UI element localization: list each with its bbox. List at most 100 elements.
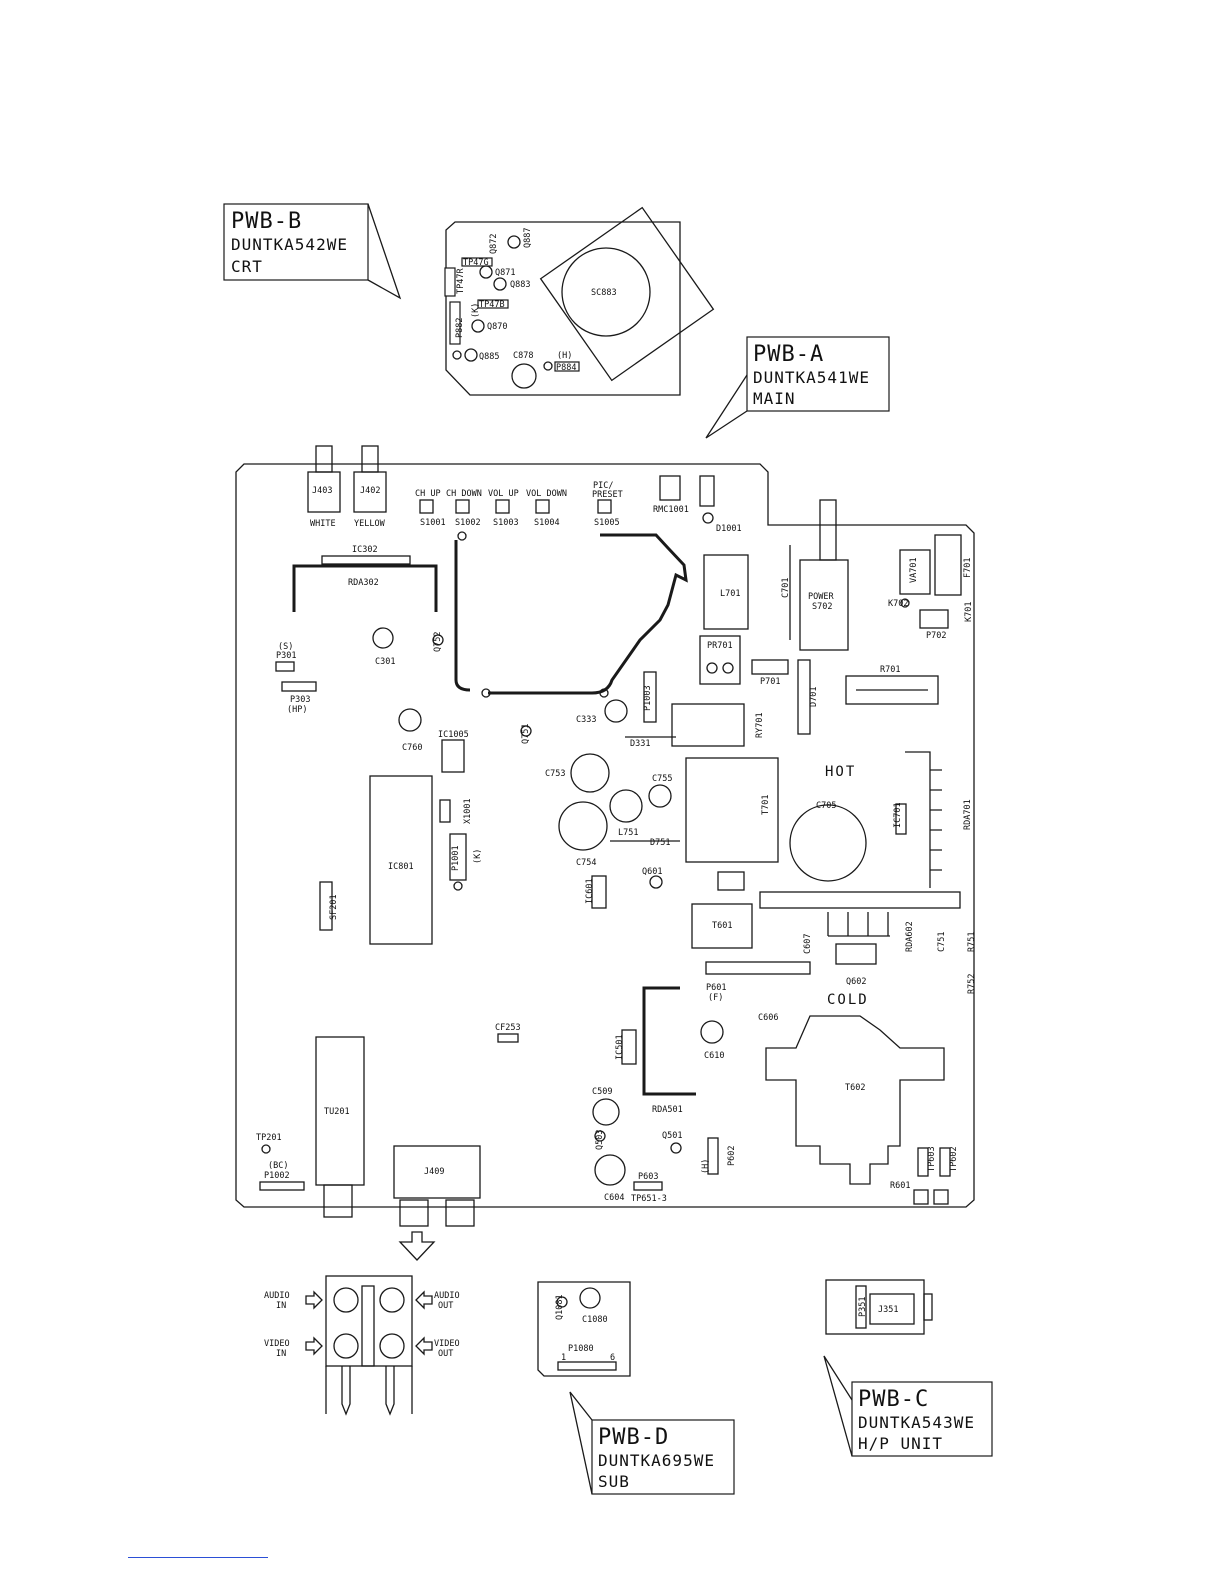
crt-socket-circle	[561, 247, 651, 337]
s1001-label: S1001	[420, 518, 446, 528]
r752-label: R752	[967, 974, 977, 994]
r701-label: R701	[880, 665, 900, 675]
sc883-label: SC883	[591, 288, 617, 298]
pwb-d-name: SUB	[598, 1472, 630, 1491]
c509-label: C509	[592, 1087, 612, 1097]
c610-label: C610	[704, 1051, 724, 1061]
j351-label: J351	[878, 1305, 898, 1315]
crt-k-label: (K)	[471, 303, 481, 318]
q870-label: Q870	[487, 322, 507, 332]
vol-down-label: VOL DOWN	[526, 489, 567, 499]
p303-label: P303	[290, 695, 310, 705]
c604-label: C604	[604, 1193, 624, 1203]
p1001-label: P1001	[451, 845, 461, 871]
tp602-label: TP602	[949, 1146, 959, 1172]
ic501-label: IC501	[615, 1034, 625, 1060]
k702-label: K702	[888, 599, 908, 609]
c301-label: C301	[375, 657, 395, 667]
ch-up-label: CH UP	[415, 489, 441, 499]
front-panel-switches: CH UP CH DOWN VOL UP VOL DOWN PIC/ PRESE…	[415, 481, 623, 528]
sub-board: Q1081 C1080 P1080 1 6	[537, 1281, 631, 1377]
p882-label: P882	[455, 318, 465, 338]
hp-unit-board: P351 J351	[825, 1279, 933, 1335]
j409-label: J409	[424, 1167, 444, 1177]
p702-label: P702	[926, 631, 946, 641]
cold-label: COLD	[827, 992, 869, 1008]
ic302-label: IC302	[352, 545, 378, 555]
white-label: WHITE	[310, 519, 336, 529]
rda701-label: RDA701	[963, 799, 973, 830]
audio-in-label-2: IN	[276, 1301, 286, 1311]
p701-label: P701	[760, 677, 780, 687]
pic-label: PIC/	[593, 481, 613, 491]
video-in-label-1: VIDEO	[264, 1339, 290, 1349]
q751-label: Q751	[521, 724, 531, 744]
main-h-label: (H)	[701, 1159, 711, 1174]
jacks-j403-j402: J403 J402 WHITE YELLOW	[307, 445, 387, 529]
l751-label: L751	[618, 828, 638, 838]
p351-label: P351	[858, 1297, 868, 1317]
q503-label: Q503	[595, 1130, 605, 1150]
p1002-label: P1002	[264, 1171, 290, 1181]
crt-h-label: (H)	[557, 351, 572, 361]
main-board: J403 J402 WHITE YELLOW CH UP CH DOWN VOL…	[235, 445, 977, 1227]
crt-board: SC883 Q887 Q872 TP47G Q871 Q883 TP47R TP…	[444, 206, 715, 396]
r601-label: R601	[890, 1181, 910, 1191]
tp603-label: TP603	[927, 1146, 937, 1172]
c701-label: C701	[781, 578, 791, 598]
s1002-label: S1002	[455, 518, 481, 528]
c760-label: C760	[402, 743, 422, 753]
c878-label: C878	[513, 351, 533, 361]
pwb-d-part: DUNTKA695WE	[598, 1451, 715, 1470]
audio-out-arrow-icon	[415, 1290, 433, 1310]
video-in-arrow-icon	[305, 1336, 323, 1356]
q501-label: Q501	[662, 1131, 682, 1141]
ic601-label: IC601	[585, 878, 595, 904]
p1080-label: P1080	[568, 1344, 594, 1354]
va701-label: VA701	[909, 557, 919, 583]
ry701-label: RY701	[755, 712, 765, 738]
j402-label: J402	[360, 486, 380, 496]
f701-label: F701	[963, 558, 973, 578]
sf201-label: SF201	[329, 894, 339, 920]
q871-label: Q871	[495, 268, 515, 278]
wire-harness	[454, 540, 471, 692]
pwb-c-part: DUNTKA543WE	[858, 1413, 975, 1432]
main-k-label: (K)	[473, 849, 483, 864]
pwb-a-title: PWB-A	[753, 342, 824, 367]
ic701-label: IC701	[893, 802, 903, 828]
power-label: POWER	[808, 592, 834, 602]
r751-label: R751	[967, 932, 977, 952]
d331-label: D331	[630, 739, 650, 749]
pwb-c-title: PWB-C	[858, 1387, 929, 1412]
video-out-label-2: OUT	[438, 1349, 453, 1359]
q601-label: Q601	[642, 867, 662, 877]
p884-label: P884	[556, 363, 576, 373]
p601-label: P601	[706, 983, 726, 993]
rda302-label: RDA302	[348, 578, 379, 588]
vol-up-label: VOL UP	[488, 489, 519, 499]
pr701-label: PR701	[707, 641, 733, 651]
ic1005-label: IC1005	[438, 730, 469, 740]
audio-in-label-1: AUDIO	[264, 1291, 290, 1301]
c754-label: C754	[576, 858, 596, 868]
t601-label: T601	[712, 921, 732, 931]
pwb-d-label: PWB-D DUNTKA695WE SUB	[569, 1391, 735, 1495]
hp-label: (HP)	[287, 705, 307, 715]
t602-label: T602	[845, 1083, 865, 1093]
pwb-b-title: PWB-B	[231, 209, 302, 234]
s1003-label: S1003	[493, 518, 519, 528]
q885-label: Q885	[479, 352, 499, 362]
down-arrow-icon	[398, 1231, 436, 1261]
video-in-label-2: IN	[276, 1349, 286, 1359]
p1003-label: P1003	[643, 685, 653, 711]
pwb-b-part: DUNTKA542WE	[231, 235, 348, 254]
q887-label: Q887	[523, 228, 533, 248]
audio-out-label-1: AUDIO	[434, 1291, 460, 1301]
q1081-label: Q1081	[555, 1294, 565, 1320]
audio-in-arrow-icon	[305, 1290, 323, 1310]
ic801-label: IC801	[388, 862, 414, 872]
tp47g-label: TP47G	[463, 258, 489, 268]
s1005-label: S1005	[594, 518, 620, 528]
